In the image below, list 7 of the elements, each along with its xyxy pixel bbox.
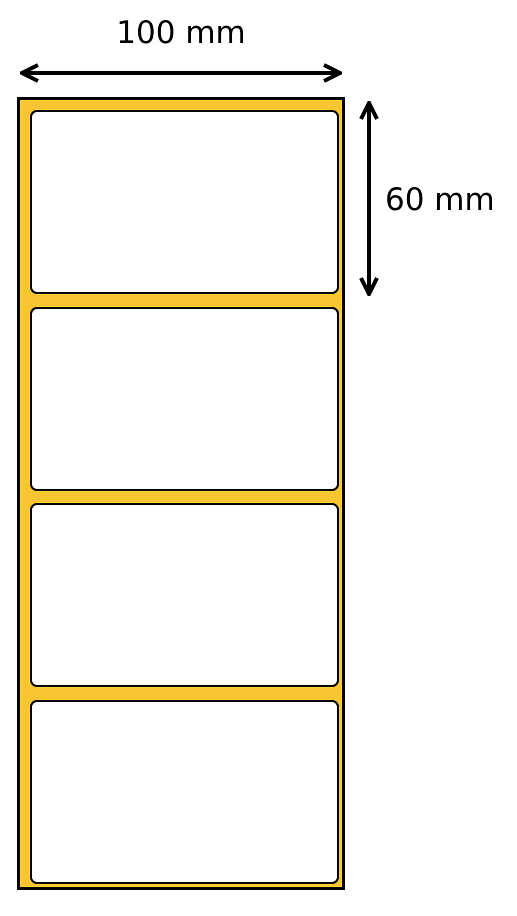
dimension-label: 100 mm [116,18,246,49]
blank-label [30,503,339,687]
label-backing-sheet [17,97,345,890]
blank-label [30,700,339,884]
dimension-label: 60 mm [385,185,495,216]
blank-label [30,110,339,294]
blank-label [30,307,339,491]
